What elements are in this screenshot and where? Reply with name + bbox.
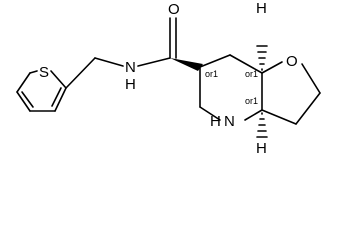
bond xyxy=(51,87,62,107)
sulfur-atom: S xyxy=(39,64,49,81)
bond xyxy=(261,61,283,74)
stereo-label-c3a: or1 xyxy=(245,96,258,106)
bond xyxy=(199,106,221,121)
ring-oxygen-atom: O xyxy=(286,53,298,70)
bond xyxy=(54,87,67,112)
bond xyxy=(137,57,171,67)
bond xyxy=(199,54,231,68)
stereo-hydrogen-top: H xyxy=(256,0,267,17)
amide-hydrogen-atom: H xyxy=(125,76,136,93)
chemical-structure: S N H O O N H H H or1 or1 or1 xyxy=(16,0,321,157)
bond xyxy=(16,91,31,112)
hashed-bond-bottom xyxy=(256,112,268,138)
ring-hydrogen-atom: H xyxy=(210,113,221,130)
hashed-bond-top xyxy=(256,45,268,71)
ring-nitrogen-atom: N xyxy=(224,113,235,130)
stereo-label-c7a: or1 xyxy=(245,69,258,79)
amide-nitrogen-atom: N xyxy=(125,59,136,76)
bond xyxy=(29,70,38,74)
bond xyxy=(229,54,263,74)
wedge-bond xyxy=(170,58,203,71)
stereo-label-c6: or1 xyxy=(205,69,218,79)
tetrahydrofuran-ring xyxy=(261,61,321,125)
bond xyxy=(65,57,96,89)
carbonyl-oxygen-atom: O xyxy=(168,1,180,18)
bond xyxy=(21,91,34,108)
bond xyxy=(261,109,297,125)
bond xyxy=(94,57,124,67)
thiophene-ring xyxy=(16,70,67,112)
bond xyxy=(295,92,321,125)
bond xyxy=(16,72,31,93)
piperidine-ring xyxy=(199,54,263,121)
stereo-hydrogen-bottom: H xyxy=(256,140,267,157)
bond xyxy=(244,109,263,121)
bond xyxy=(301,63,321,94)
bond xyxy=(50,70,67,89)
